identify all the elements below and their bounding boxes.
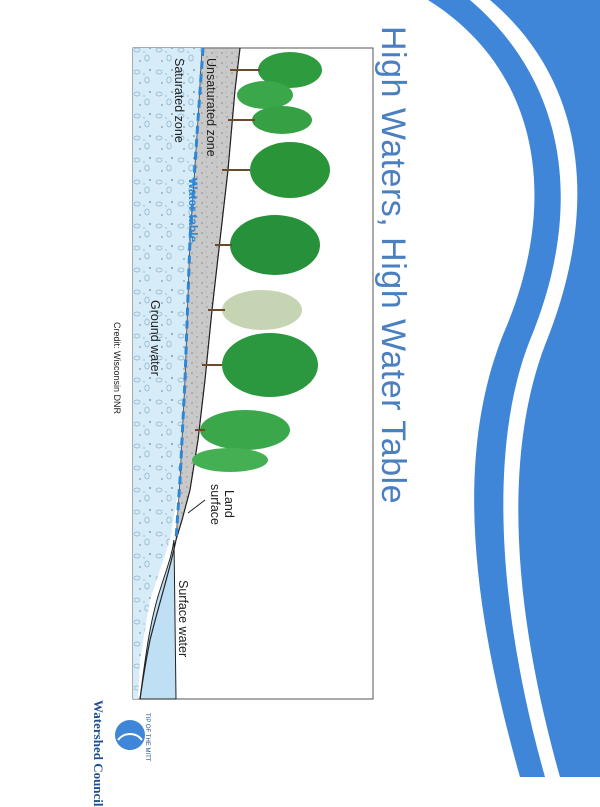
label-saturated-zone: Saturated zone (172, 58, 186, 143)
tree (237, 81, 293, 109)
tree (230, 215, 320, 275)
label-water-table: Water table (186, 178, 200, 243)
tree (252, 106, 312, 134)
wave-decoration (428, 0, 600, 777)
label-land-surface-line1: Land (222, 490, 236, 518)
tree (200, 410, 290, 450)
label-surface-water: Surface water (176, 580, 190, 658)
logo-tagline: TIP OF THE MITT (144, 713, 150, 762)
wave-band-main (428, 0, 600, 777)
land-surface-line (139, 47, 241, 700)
land-surface-pointer (187, 499, 206, 514)
logo-name: Watershed Council (91, 700, 106, 807)
page: High Waters, High Water Table (91, 0, 600, 807)
tree (258, 52, 322, 88)
tree (222, 290, 302, 330)
water-table-diagram (115, 47, 374, 750)
label-unsaturated-zone: Unsaturated zone (204, 58, 218, 157)
watershed-council-logo (115, 720, 145, 750)
tree-group (192, 52, 330, 472)
water-table-line (174, 47, 205, 541)
tree (250, 142, 330, 198)
logo-wave-icon (117, 733, 143, 741)
tree (192, 448, 268, 472)
diagram-credit: Credit: Wisconsin DNR (112, 322, 122, 415)
tree (222, 333, 318, 397)
label-land-surface-line2: surface (208, 484, 222, 525)
label-ground-water: Ground water (148, 300, 162, 376)
wave-band-white-stripe (470, 0, 578, 777)
